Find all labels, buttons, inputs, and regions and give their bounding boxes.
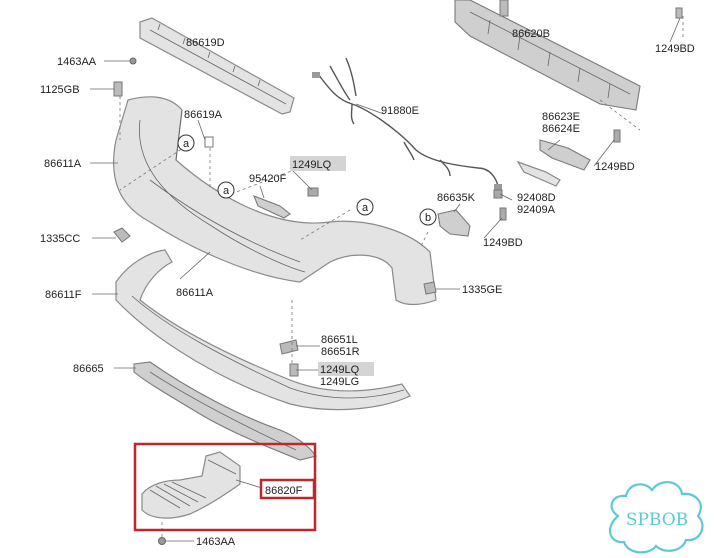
label-86623e: 86623E <box>542 111 580 123</box>
reflector-86623e <box>516 129 621 187</box>
label-86611f: 86611F <box>45 289 82 301</box>
label-1463aa-top: 1463AA <box>57 56 97 68</box>
label-1249bd-mid: 1249BD <box>595 161 635 173</box>
cloud-icon <box>608 481 704 554</box>
fasteners <box>113 0 683 545</box>
alignment-lines <box>119 16 684 538</box>
label-bg-1249lq-bot <box>318 362 374 376</box>
callout-a-3: a <box>356 198 374 216</box>
label-86651r: 86651R <box>321 346 360 358</box>
under-cover-86820f <box>141 451 241 519</box>
wiring-harness-91880e <box>312 57 502 192</box>
leader-lines <box>90 17 681 542</box>
label-1249lq-top: 1249LQ <box>292 159 332 171</box>
label-1249lq-bot: 1249LQ <box>320 364 360 376</box>
connector-icon <box>494 184 502 192</box>
label-86611a-left: 86611A <box>44 158 82 170</box>
label-91880e: 91880E <box>381 105 419 117</box>
bumper-cover-86611a <box>113 96 437 306</box>
label-86624e: 86624E <box>542 123 580 135</box>
label-86820f: 86820F <box>265 485 303 497</box>
callout-b-1: b <box>419 208 437 226</box>
label-1249lg: 1249LG <box>320 376 359 388</box>
highlight-label-box <box>259 478 316 500</box>
lower-garnish-86611f <box>115 249 411 411</box>
svg-text:a: a <box>362 202 369 214</box>
label-1463aa-bot: 1463AA <box>196 536 236 548</box>
watermark-logo: SPBOB <box>608 481 704 554</box>
watermark-text: SPBOB <box>626 510 688 530</box>
svg-text:a: a <box>183 138 190 150</box>
label-86619a: 86619A <box>184 109 223 121</box>
svg-text:b: b <box>425 212 431 224</box>
label-1249bd-low: 1249BD <box>483 237 523 249</box>
bumper-beam-86620b <box>454 0 641 111</box>
highlight-frame: 86820F <box>133 442 317 532</box>
connector-icon <box>312 72 320 78</box>
label-92409a: 92409A <box>517 204 556 216</box>
label-1249bd-tr: 1249BD <box>655 43 695 55</box>
label-86651l: 86651L <box>321 334 358 346</box>
label-95420f: 95420F <box>249 173 287 185</box>
label-86635k: 86635K <box>437 192 476 204</box>
part-labels: 1463AA 1125GB 86619D 86619A 86611A 86611… <box>40 28 695 548</box>
label-86611a-mid: 86611A <box>176 287 214 299</box>
label-bg-1249lq-top <box>290 156 346 171</box>
step-plate-86619d <box>139 17 295 115</box>
label-1335ge: 1335GE <box>462 284 502 296</box>
label-86665: 86665 <box>73 363 104 375</box>
label-1335cc: 1335CC <box>40 233 80 245</box>
callout-a-2: a <box>217 181 235 199</box>
label-1125gb: 1125GB <box>40 84 80 96</box>
callout-a-1: a <box>177 134 195 152</box>
label-86619d: 86619D <box>186 37 225 49</box>
label-86620b: 86620B <box>512 28 550 40</box>
svg-text:a: a <box>223 185 230 197</box>
sensor-bracket-95420f <box>253 187 319 219</box>
label-92408d: 92408D <box>517 192 556 204</box>
